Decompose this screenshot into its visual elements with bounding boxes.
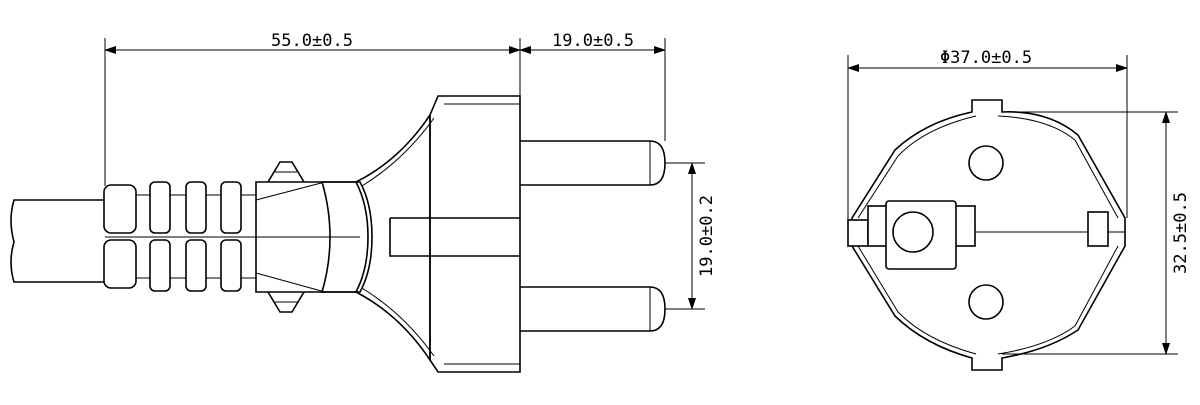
pin-bottom [520,286,666,332]
dimension-pin-spacing: 19.0±0.2 [665,162,717,310]
dimension-pin-length: 19.0±0.5 [519,31,666,141]
plug-side-view: 55.0±0.5 19.0±0.5 19.0±0.2 [10,31,717,373]
pin-hole-top [968,145,1004,181]
pin-spacing-label: 19.0±0.2 [697,195,717,277]
pin-hole-bottom [968,284,1004,320]
dimension-overall-length: 55.0±0.5 [104,31,521,186]
height-label: 32.5±0.5 [1171,192,1191,274]
overall-length-label: 55.0±0.5 [271,31,353,51]
dimension-height: 32.5±0.5 [1002,111,1191,355]
strain-relief [103,181,256,292]
pin-top [520,140,666,186]
earth-clip-right [1087,211,1109,247]
earth-clip-left [847,219,869,247]
plug-front-view: Φ37.0±0.5 32.5±0.5 [847,48,1191,371]
diameter-label: Φ37.0±0.5 [940,48,1032,68]
center-recess [867,200,976,270]
pin-length-label: 19.0±0.5 [552,31,634,51]
dimension-diameter: Φ37.0±0.5 [847,48,1128,220]
plug-body [355,95,521,373]
cable [10,199,105,283]
